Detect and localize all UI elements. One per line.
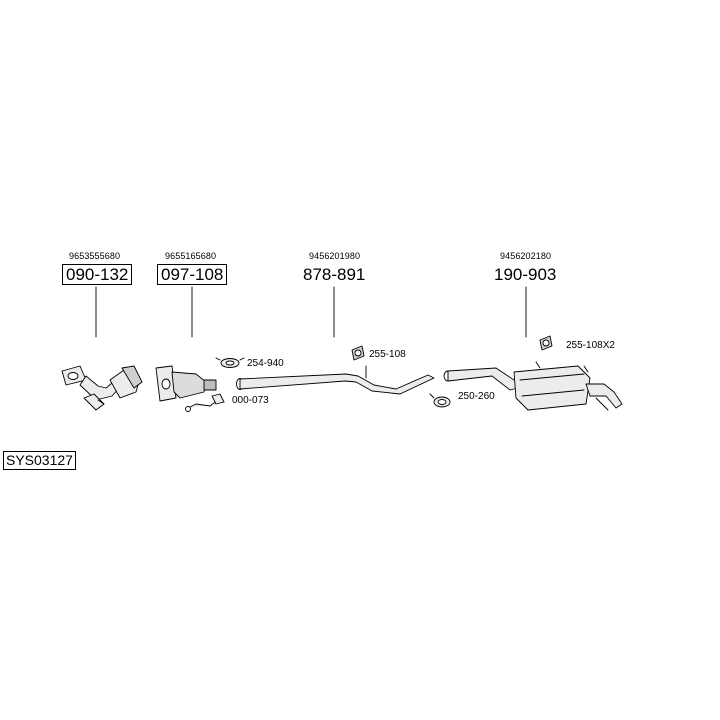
oem-number-878-891: 9456201980 bbox=[309, 251, 361, 261]
clamp-254-940 bbox=[215, 357, 245, 368]
accessory-label-255-108x2[interactable]: 255-108X2 bbox=[566, 340, 615, 351]
centre-pipe-part bbox=[236, 365, 435, 395]
hanger-255-108 bbox=[351, 345, 365, 361]
oem-number-090-132: 9653555680 bbox=[69, 251, 121, 261]
part-number-878-891[interactable]: 878-891 bbox=[303, 265, 366, 284]
rear-silencer-part bbox=[443, 361, 623, 411]
part-number-090-132[interactable]: 090-132 bbox=[62, 264, 133, 285]
main-catalyst-part bbox=[155, 365, 217, 402]
accessory-label-254-940[interactable]: 254-940 bbox=[247, 358, 284, 369]
part-number-097-108[interactable]: 097-108 bbox=[157, 264, 228, 285]
accessory-label-000-073[interactable]: 000-073 bbox=[232, 395, 269, 406]
system-code-label: SYS03127 bbox=[3, 451, 76, 470]
oem-number-097-108: 9655165680 bbox=[165, 251, 217, 261]
accessory-label-250-260[interactable]: 250-260 bbox=[458, 391, 495, 402]
hanger-255-108x2 bbox=[539, 335, 553, 351]
front-catalyst-part bbox=[61, 365, 143, 411]
clamp-250-260 bbox=[429, 393, 451, 408]
accessory-label-255-108[interactable]: 255-108 bbox=[369, 349, 406, 360]
sensor-pipe-part bbox=[185, 393, 225, 412]
oem-number-190-903: 9456202180 bbox=[500, 251, 552, 261]
part-number-190-903[interactable]: 190-903 bbox=[494, 265, 557, 284]
